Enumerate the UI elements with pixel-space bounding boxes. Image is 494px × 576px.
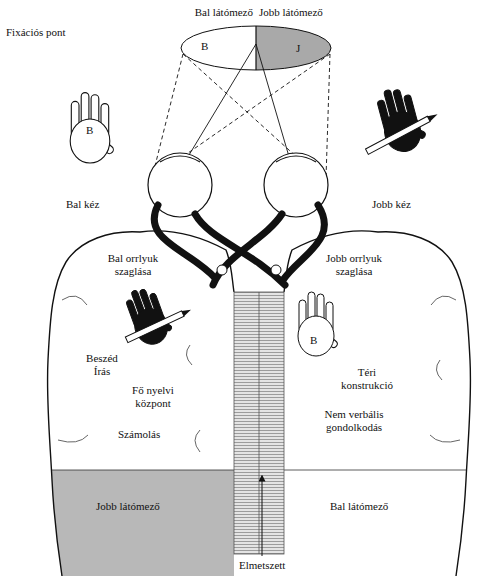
field-heading: Jobb látómező: [259, 6, 351, 19]
visual-field-half: Bal látómezőB: [181, 26, 256, 70]
field-letter: J: [296, 42, 300, 55]
field-label: Bal látómező: [330, 500, 388, 513]
function-label: Beszéd Írás: [80, 352, 124, 378]
olfactory-bulbs: [217, 265, 281, 275]
function-label: Nem verbális gondolkodás: [316, 408, 392, 434]
function-label: Számolás: [118, 428, 160, 441]
field-label: Jobb látómező: [96, 500, 160, 513]
field-letter: B: [201, 40, 208, 53]
hand-label: Bal kéz: [66, 198, 99, 211]
optic-pathways: [154, 205, 324, 285]
function-label: Jobb orrlyuk szaglása: [318, 252, 390, 278]
right-hemisphere: Jobb orrlyuk szaglásaB Téri konstrukcióNe…: [284, 230, 470, 576]
eyes: [148, 153, 328, 217]
cut-label: Elmetszett: [239, 559, 285, 572]
field-heading: Bal látómező: [161, 6, 253, 19]
hand-letter: B: [86, 124, 93, 137]
pencil: [366, 112, 439, 155]
function-label: Téri konstrukció: [332, 366, 402, 392]
hand-letter: B: [310, 334, 317, 347]
function-label: Bal orrlyuk szaglása: [100, 252, 166, 278]
visual-field-half: Jobb látómezőJ: [256, 26, 353, 70]
brain-outline: [47, 231, 470, 576]
fixation-label: Fixációs pont: [6, 26, 66, 39]
left-hand: [70, 93, 115, 163]
left-hemisphere: Bal orrlyuk szaglásaBeszéd Írás Fő nyelvi…: [48, 230, 234, 576]
touch-hand: [298, 292, 339, 356]
function-label: Fő nyelvi központ: [122, 384, 184, 410]
corpus-callosum: [234, 292, 284, 556]
visual-field: [181, 26, 331, 70]
pencil: [125, 307, 192, 342]
hand-label: Jobb kéz: [372, 198, 411, 211]
